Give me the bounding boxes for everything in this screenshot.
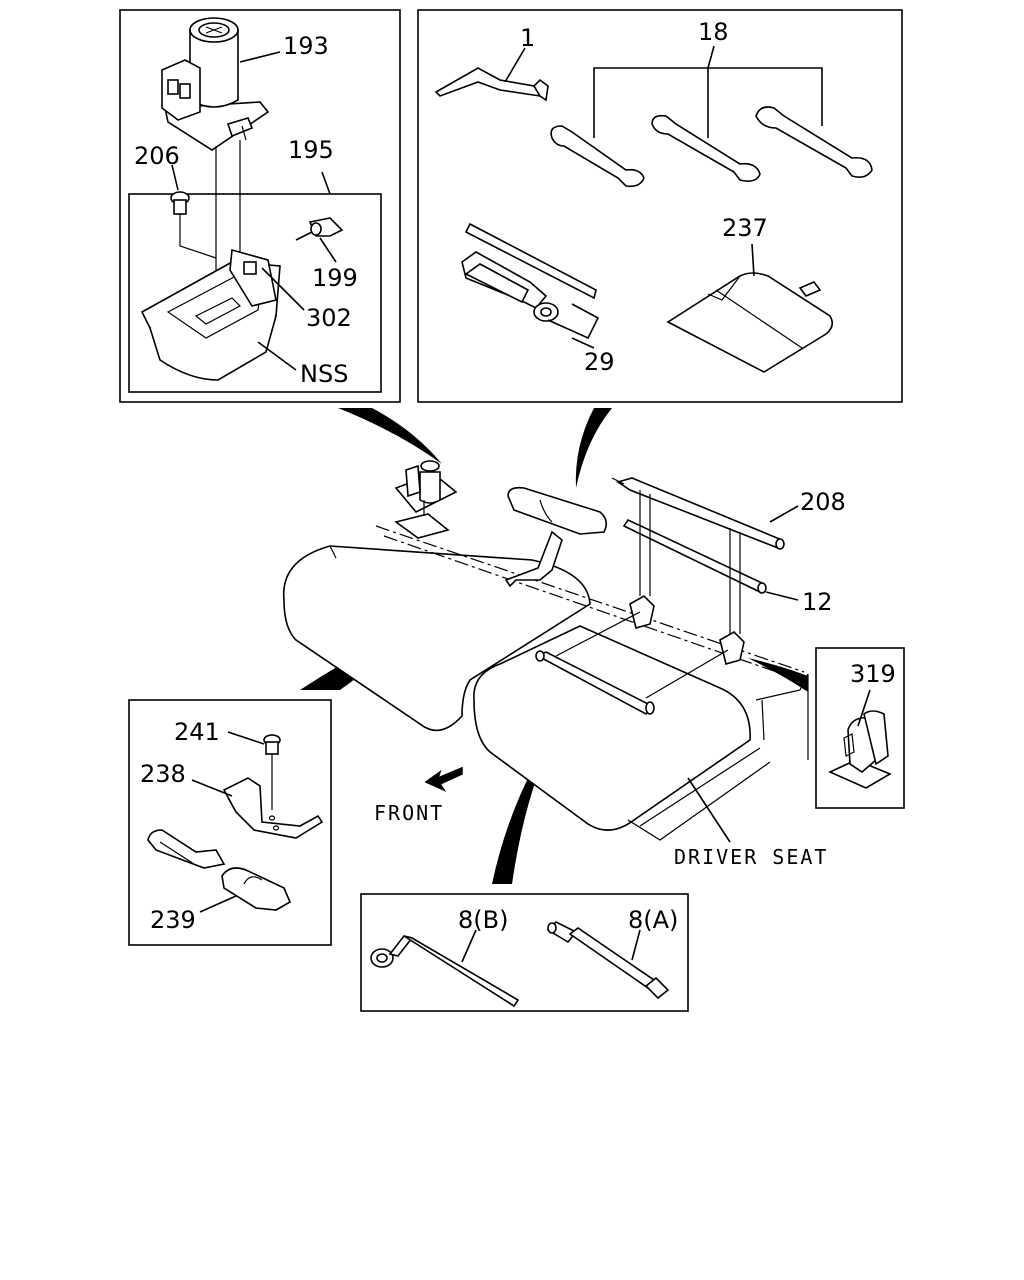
- leader-241: [227, 731, 265, 745]
- leader-193: [239, 51, 281, 63]
- leader-199: [319, 237, 337, 263]
- floor-line-2: [383, 535, 801, 681]
- wrench-18-c: [755, 106, 873, 178]
- clip-panel: [815, 647, 905, 809]
- leader-195: [321, 171, 331, 195]
- bar-208: [611, 477, 785, 550]
- wrench-panel: [360, 893, 689, 1012]
- mini-tool-bag: [504, 486, 608, 588]
- tool-29: [461, 222, 597, 322]
- label-193: 193: [283, 32, 329, 60]
- leader-8a: [631, 929, 641, 961]
- label-302: 302: [306, 304, 352, 332]
- bar-12: [622, 518, 767, 594]
- leader-302: [261, 267, 305, 311]
- label-29: 29: [584, 348, 615, 376]
- handle-bar-1: [434, 67, 549, 102]
- bracket-239-upper: [147, 829, 226, 869]
- leader-29-bracket: [547, 303, 600, 340]
- tool-bag-237: [666, 272, 834, 373]
- leader-239: [199, 895, 237, 913]
- label-206: 206: [134, 142, 180, 170]
- wedge-jack: [338, 408, 442, 464]
- label-8b: 8(B): [458, 906, 508, 934]
- jack-193: [161, 17, 270, 151]
- label-239: 239: [150, 906, 196, 934]
- leader-18: [707, 45, 715, 69]
- wrench-8a: [546, 921, 670, 1000]
- clip-319: [828, 710, 892, 789]
- label-237: 237: [722, 214, 768, 242]
- tools-panel-frame: [417, 9, 903, 403]
- bracket-239-lower: [221, 867, 292, 911]
- label-18: 18: [698, 18, 729, 46]
- label-8a: 8(A): [628, 906, 678, 934]
- jack-tray-subframe: [128, 193, 382, 393]
- bracket-panel-frame: [128, 699, 332, 946]
- label-319: 319: [850, 660, 896, 688]
- wrench-on-seat: [535, 650, 655, 716]
- wedge-wrench: [492, 698, 578, 884]
- label-238: 238: [140, 760, 186, 788]
- leader-238: [191, 779, 233, 797]
- wrench-8b: [370, 935, 520, 1008]
- screw-241: [263, 734, 281, 810]
- jack-tray-nss: [140, 248, 281, 381]
- leader-208: [769, 505, 799, 523]
- wedge-tools: [575, 408, 612, 488]
- label-199: 199: [312, 264, 358, 292]
- label-241: 241: [174, 718, 220, 746]
- wing-bolt-199: [295, 217, 344, 241]
- label-208: 208: [800, 488, 846, 516]
- jack-panel-frame: [119, 9, 401, 403]
- bracket-238: [222, 777, 324, 839]
- mini-jack: [394, 460, 458, 539]
- wrench-18-a: [550, 125, 645, 188]
- label-nss: NSS: [300, 360, 348, 388]
- leader-8b: [461, 929, 477, 963]
- leader-237: [751, 243, 755, 277]
- rear-seat-left: [282, 545, 591, 732]
- bracket-panel: [128, 699, 332, 946]
- bolt-206: [170, 191, 217, 259]
- leader-29: [571, 337, 595, 349]
- tools-panel: [417, 9, 903, 403]
- clip-front: [555, 490, 655, 657]
- leader-1: [504, 47, 526, 83]
- label-12: 12: [802, 588, 833, 616]
- leader-319: [857, 689, 871, 727]
- jack-panel: [119, 9, 401, 403]
- label-driver-seat: DRIVER SEAT: [674, 845, 828, 869]
- wrench-panel-frame: [360, 893, 689, 1012]
- leader-206: [171, 164, 179, 191]
- seat-assembly: [282, 460, 809, 843]
- label-1: 1: [520, 24, 535, 52]
- seat-back-edge-2: [761, 699, 765, 741]
- clip-panel-frame: [815, 647, 905, 809]
- front-arrow-icon: [424, 766, 463, 792]
- callout-labels: 193 206 195 199 302 NSS 1 18 237 29 208 …: [134, 18, 896, 934]
- wrench-18-b: [651, 114, 761, 182]
- clip-rear: [645, 528, 745, 699]
- label-front: FRONT: [374, 801, 444, 825]
- leader-12: [765, 591, 799, 601]
- seat-back-edge: [755, 673, 809, 760]
- wedge-clip: [748, 658, 808, 692]
- leader-nss: [257, 341, 297, 371]
- leader-driver-seat: [687, 777, 731, 843]
- label-195: 195: [288, 136, 334, 164]
